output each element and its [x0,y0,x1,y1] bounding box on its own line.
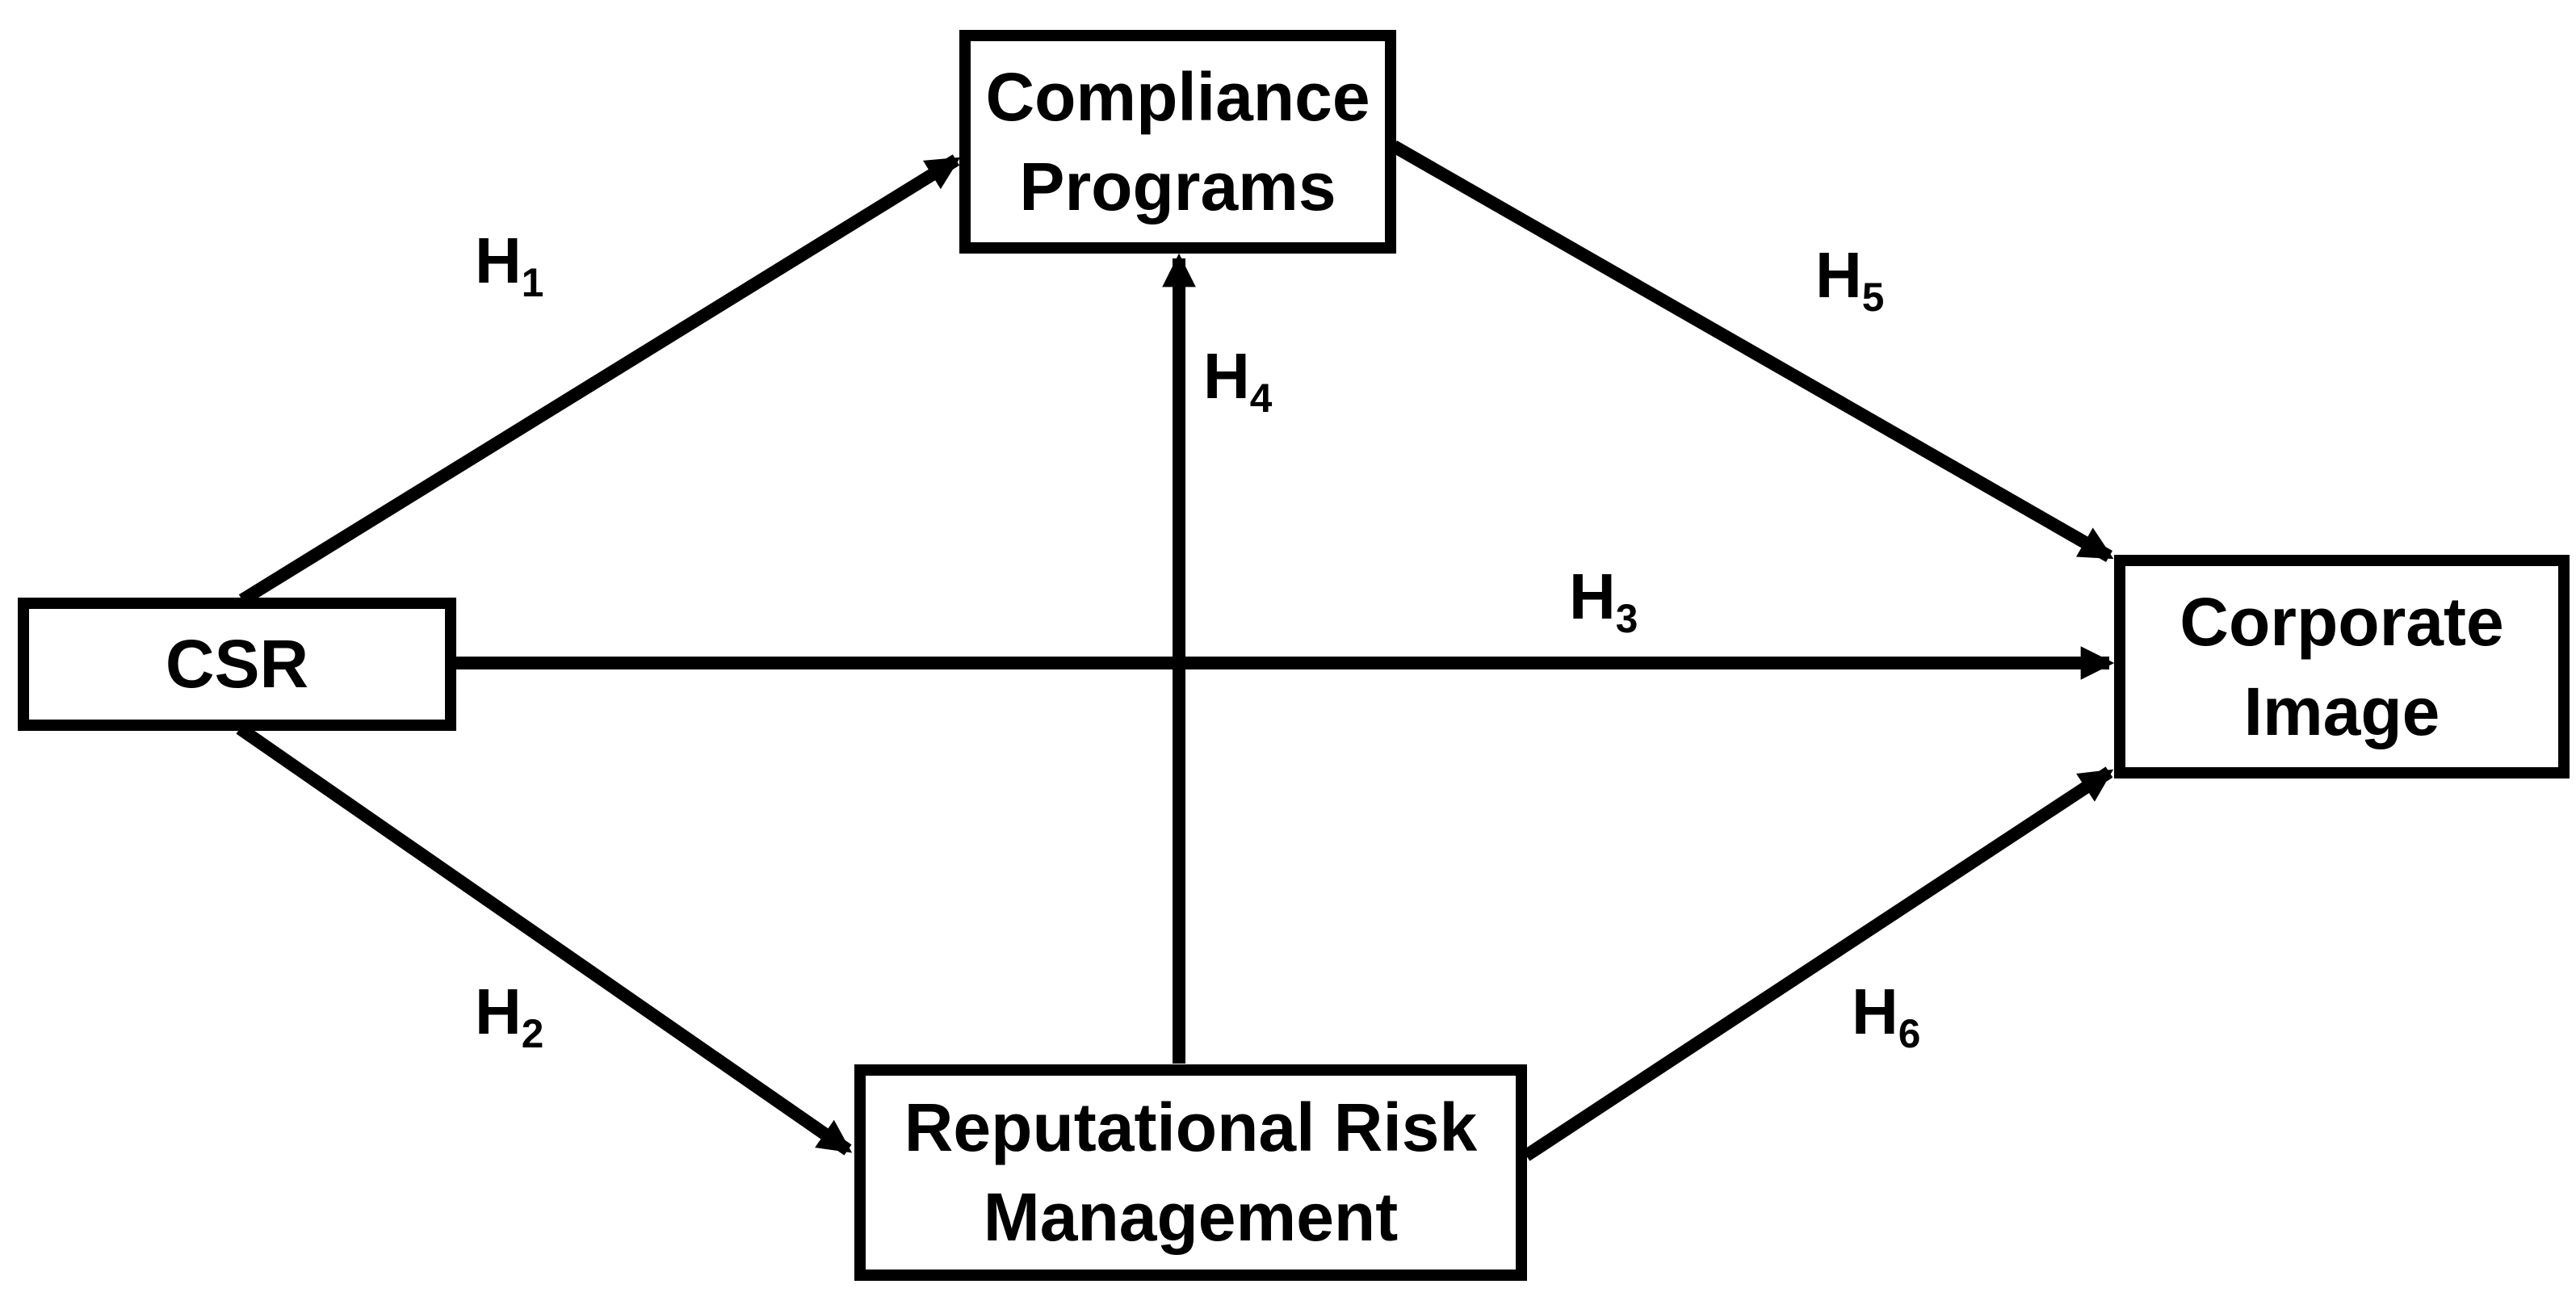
arrow-label-base: H [1815,239,1862,311]
arrow-label-subscript: 6 [1898,1011,1921,1056]
arrow-h1 [238,154,961,606]
node-reputational-risk-management: Reputational Risk Management [854,1064,1527,1281]
arrow-label-base: H [1852,976,1898,1047]
node-csr: CSR [18,598,456,731]
arrow-label-h2: H2 [475,980,543,1055]
node-label: Corporate Image [2180,583,2504,749]
node-label: CSR [165,626,309,703]
arrow-label-h1: H1 [475,229,543,304]
arrow-h6 [1522,766,2114,1161]
arrow-h2 [236,723,853,1156]
arrow-label-subscript: 3 [1615,596,1638,641]
arrow-label-base: H [475,225,522,296]
arrow-label-subscript: 4 [1249,376,1273,421]
node-label: Reputational Risk Management [904,1089,1478,1255]
arrow-label-subscript: 1 [521,260,544,305]
arrow-label-h3: H3 [1569,564,1638,640]
arrow-label-subscript: 2 [521,1011,544,1056]
arrow-label-h6: H6 [1852,980,1920,1055]
arrow-label-base: H [475,976,522,1047]
arrow-label-subscript: 5 [1861,275,1885,320]
arrow-label-base: H [1569,560,1616,632]
arrow-label-h5: H5 [1815,243,1884,318]
arrow-label-h4: H4 [1203,344,1272,419]
arrow-label-base: H [1203,340,1250,412]
node-compliance-programs: Compliance Programs [959,30,1396,254]
node-label: Compliance Programs [985,58,1370,225]
node-corporate-image: Corporate Image [2114,555,2570,779]
arrow-h5 [1391,141,2114,562]
